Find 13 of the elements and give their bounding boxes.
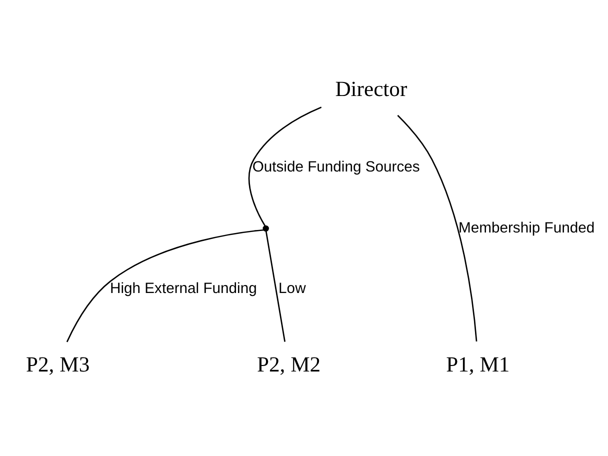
node-text: P2, M2 xyxy=(256,352,321,376)
connector xyxy=(265,230,286,342)
node-point xyxy=(262,224,269,232)
node-text: P2, M3 xyxy=(26,352,90,376)
edge-label: Outside Funding Sources xyxy=(252,158,420,175)
node-text: P1, M1 xyxy=(446,352,510,376)
connector xyxy=(397,114,478,342)
node-text: Director xyxy=(335,76,408,100)
edge-label: High External Funding xyxy=(110,280,257,297)
edge-label: Low xyxy=(278,280,306,297)
connector xyxy=(248,106,322,226)
connector xyxy=(66,228,264,342)
edge-label: Membership Funded xyxy=(458,220,595,236)
